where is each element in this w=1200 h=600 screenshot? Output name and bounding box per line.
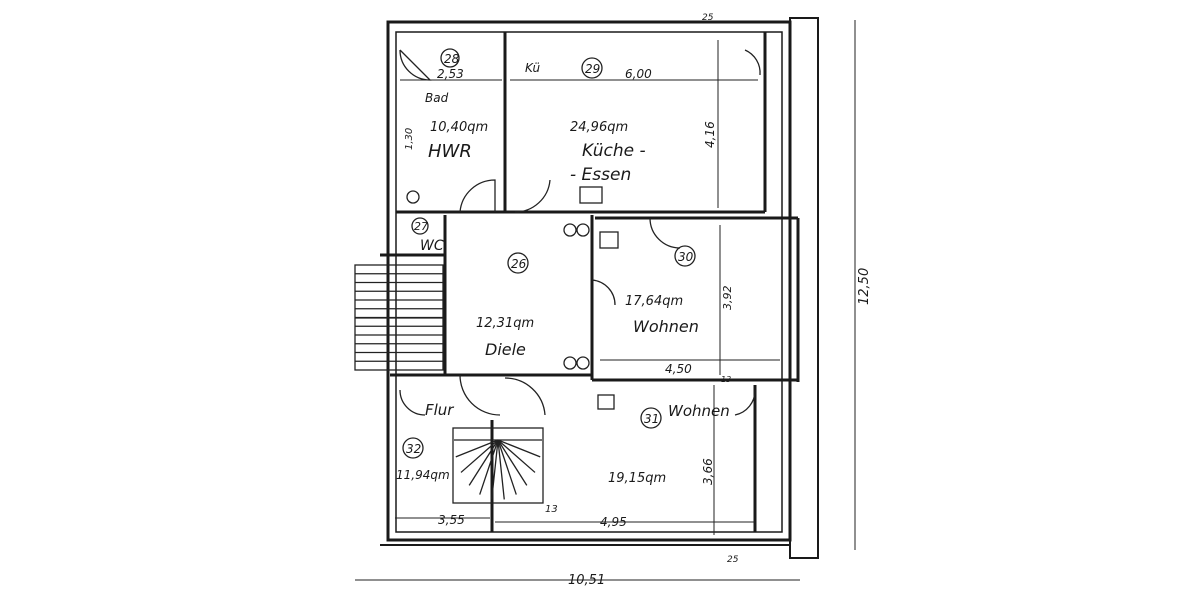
svg-text:32: 32	[406, 442, 421, 456]
spiral-stair-tread	[455, 439, 499, 458]
svg-text:Kü: Kü	[525, 61, 541, 75]
spiral-stair-tread	[497, 439, 517, 495]
room-32: 32 Flur 11,94qm	[396, 401, 454, 482]
svg-text:3,66: 3,66	[701, 458, 715, 485]
svg-text:Diele: Diele	[485, 340, 526, 359]
room-30: 30 17,64qm Wohnen	[625, 245, 699, 336]
door-swings	[399, 49, 761, 416]
spiral-stair-tread	[460, 439, 499, 473]
svg-text:3,55: 3,55	[438, 513, 465, 527]
room-27: 27 WC	[411, 217, 444, 254]
svg-text:Wohnen: Wohnen	[668, 402, 730, 420]
spiral-stair-tread	[479, 439, 499, 495]
svg-text:10,51: 10,51	[568, 573, 605, 588]
svg-text:26: 26	[511, 257, 527, 271]
svg-text:- Essen: - Essen	[570, 165, 631, 185]
svg-text:3,92: 3,92	[721, 286, 734, 311]
svg-text:Bad: Bad	[425, 91, 449, 105]
spiral-stair-tread	[497, 439, 536, 473]
svg-text:12,50: 12,50	[857, 268, 872, 305]
room-31: 31 Wohnen 19,15qm	[608, 402, 730, 486]
room-29: 29 Kü 24,96qm Küche - - Essen	[525, 57, 646, 185]
svg-text:27: 27	[414, 220, 428, 233]
spiral-stair-tread	[497, 439, 505, 500]
dimension-labels: 2,53 6,00 4,16 1,30 4,50 3,92 3,66 3,55 …	[404, 13, 872, 588]
stairs	[354, 264, 544, 504]
room-26: 26 12,31qm Diele	[476, 252, 534, 359]
spiral-stair-tread	[497, 439, 528, 486]
svg-text:HWR: HWR	[428, 141, 472, 162]
svg-text:4,95: 4,95	[600, 515, 627, 529]
svg-text:31: 31	[644, 412, 659, 426]
svg-text:4,50: 4,50	[665, 362, 692, 376]
svg-text:13: 13	[721, 375, 731, 384]
svg-text:Küche -: Küche -	[582, 141, 646, 161]
svg-text:1,30: 1,30	[404, 128, 415, 150]
svg-text:30: 30	[678, 250, 694, 264]
svg-text:Flur: Flur	[425, 401, 454, 419]
svg-text:WC: WC	[420, 238, 444, 254]
spiral-stair-tread	[497, 439, 541, 458]
spiral-stair-tread	[491, 439, 499, 500]
svg-text:Wohnen: Wohnen	[633, 317, 699, 336]
svg-text:19,15qm: 19,15qm	[608, 471, 666, 486]
svg-text:13: 13	[545, 504, 558, 515]
svg-text:10,40qm: 10,40qm	[430, 120, 488, 135]
interior-walls	[380, 32, 800, 532]
svg-text:6,00: 6,00	[625, 67, 652, 81]
svg-text:11,94qm: 11,94qm	[396, 468, 450, 482]
outer-walls	[380, 17, 819, 559]
spiral-stair-tread	[468, 439, 499, 486]
svg-text:17,64qm: 17,64qm	[625, 294, 683, 309]
svg-text:4,16: 4,16	[703, 121, 717, 148]
dimension-lines	[355, 20, 856, 581]
svg-text:25: 25	[702, 13, 714, 23]
room-28: 28 Bad 10,40qm HWR	[425, 48, 488, 162]
svg-text:25: 25	[727, 555, 739, 565]
svg-text:2,53: 2,53	[437, 67, 464, 81]
svg-text:12,31qm: 12,31qm	[476, 316, 534, 331]
svg-text:24,96qm: 24,96qm	[570, 120, 628, 135]
svg-text:28: 28	[444, 52, 460, 66]
svg-text:29: 29	[585, 62, 600, 76]
